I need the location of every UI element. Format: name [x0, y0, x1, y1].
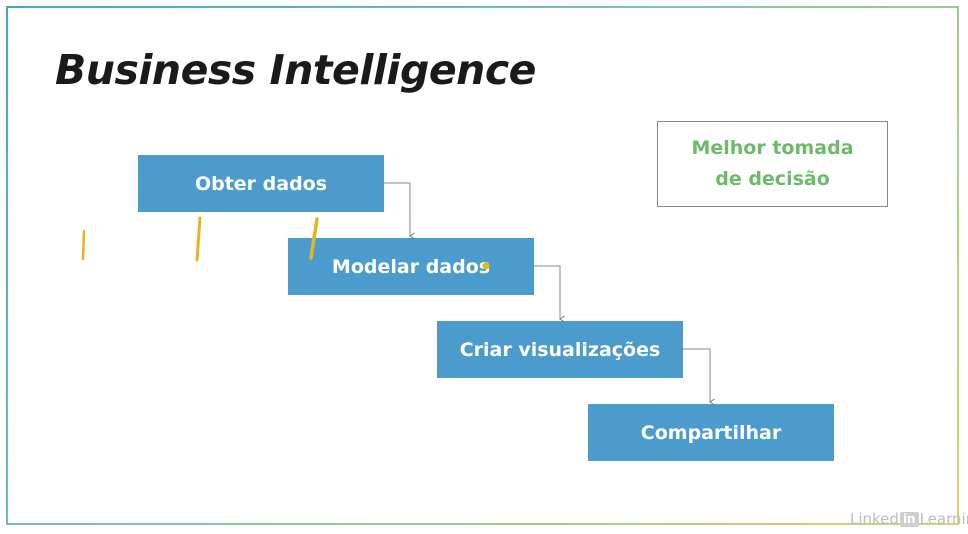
connector-arrow-1 [384, 182, 415, 240]
step-compartilhar: Compartilhar [588, 404, 834, 461]
connector-arrow-3 [683, 348, 715, 406]
outcome-line-2: de decisão [715, 168, 830, 190]
watermark-text-before: Linked [850, 510, 899, 528]
annotation-mark-2 [195, 216, 202, 262]
annotation-dot [482, 262, 490, 270]
step-label: Obter dados [194, 172, 328, 195]
annotation-mark-3 [309, 217, 319, 260]
watermark-text-after: Learning [919, 510, 968, 528]
outcome-line-1: Melhor tomada [691, 137, 854, 159]
outcome-box: Melhor tomada de decisão [657, 121, 888, 207]
step-criar-visualizacoes: Criar visualizações [437, 321, 683, 378]
step-obter-dados: Obter dados [138, 155, 384, 212]
step-label: Modelar dados [331, 255, 491, 278]
step-label: Criar visualizações [459, 338, 661, 361]
connector-arrow-2 [534, 265, 565, 323]
annotation-mark-1 [81, 229, 86, 261]
step-modelar-dados: Modelar dados [288, 238, 534, 295]
slide-title: Business Intelligence [55, 46, 536, 94]
step-label: Compartilhar [640, 421, 782, 444]
linkedin-learning-watermark: LinkedinLearning [850, 510, 968, 528]
linkedin-logo-icon: in [899, 511, 919, 527]
